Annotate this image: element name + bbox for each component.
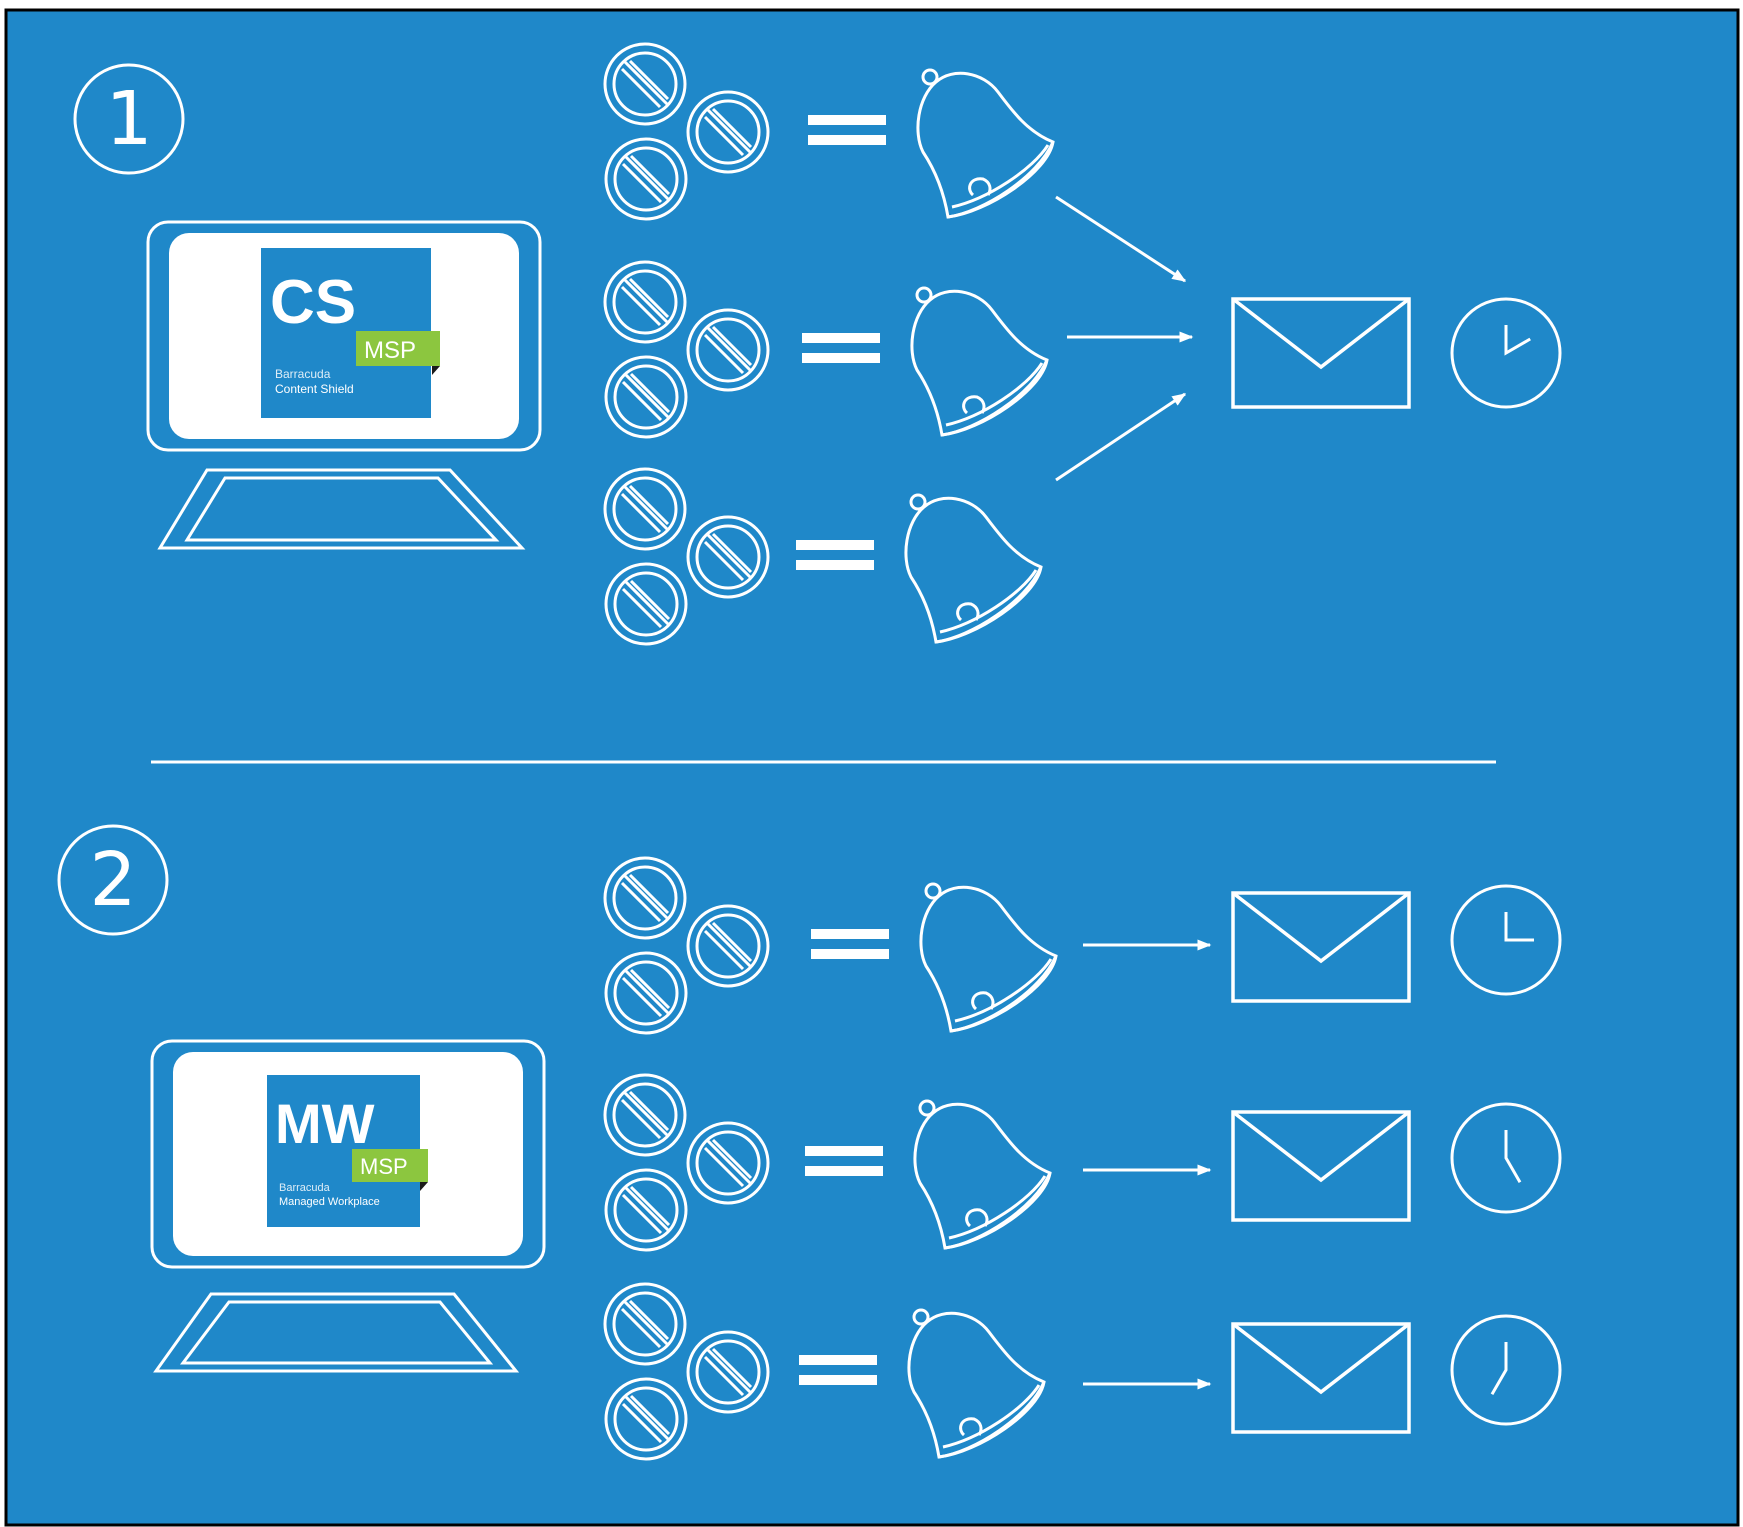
product-logo-managed-workplace: MW MSP Barracuda Managed Workplace xyxy=(267,1075,428,1227)
section-1: 1 CS MSP Barracuda Content Shield xyxy=(73,42,1562,646)
product-logo-badge: MSP xyxy=(360,1154,408,1179)
section-2: 2 MW MSP Barracuda Managed Workplace xyxy=(57,824,1562,1461)
product-logo-content-shield: CS MSP Barracuda Content Shield xyxy=(261,248,440,418)
step-number-1-label: 1 xyxy=(105,76,152,162)
alert-row-1 xyxy=(603,856,1562,1035)
alert-row-2 xyxy=(603,1073,1562,1252)
product-logo-vendor: Barracuda xyxy=(279,1182,331,1194)
product-logo-vendor: Barracuda xyxy=(275,367,331,381)
step-number-2: 2 xyxy=(57,824,169,936)
clock-icon xyxy=(1450,1314,1562,1426)
product-logo-name: Managed Workplace xyxy=(279,1196,380,1208)
product-logo-title: MW xyxy=(275,1092,375,1155)
product-logo-badge: MSP xyxy=(364,337,416,364)
step-number-2-label: 2 xyxy=(89,837,136,923)
arrow-icon xyxy=(1055,392,1187,482)
clock-icon xyxy=(1450,297,1562,409)
clock-icon xyxy=(1450,884,1562,996)
alert-row-3 xyxy=(603,1282,1562,1461)
product-logo-title: CS xyxy=(270,268,356,337)
product-logo-name: Content Shield xyxy=(275,382,354,396)
step-number-1: 1 xyxy=(73,63,185,175)
arrow-icon xyxy=(1055,195,1187,283)
clock-icon xyxy=(1450,1102,1562,1214)
